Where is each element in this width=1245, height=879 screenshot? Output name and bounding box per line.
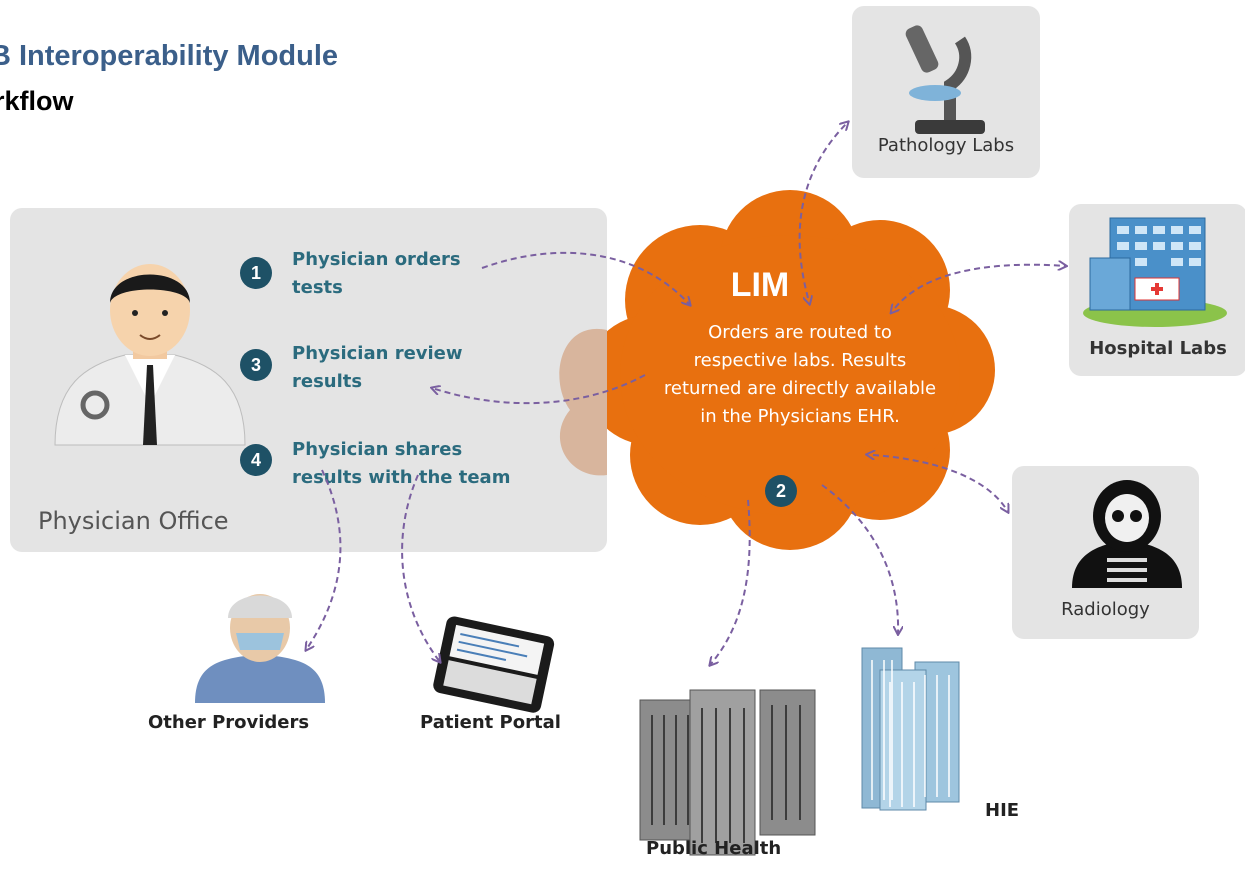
lim-title: LIM bbox=[730, 266, 790, 304]
lim-description: Orders are routed to respective labs. Re… bbox=[620, 319, 980, 431]
radiology-label: Radiology bbox=[1061, 599, 1150, 620]
page-subtitle: rkflow bbox=[0, 86, 74, 116]
lim-desc-line-2: respective labs. Results bbox=[693, 350, 907, 371]
patient-portal-label: Patient Portal bbox=[420, 712, 561, 733]
public-health-label: Public Health bbox=[646, 838, 782, 859]
other-providers-label: Other Providers bbox=[148, 712, 310, 733]
pathology-labs-label: Pathology Labs bbox=[877, 135, 1015, 156]
lim-desc-line-1: Orders are routed to bbox=[708, 322, 892, 343]
step-1-line1: Physician orders bbox=[292, 249, 461, 270]
step-4-badge: 4 bbox=[240, 444, 272, 476]
step-4-line1: Physician shares bbox=[292, 439, 463, 460]
step-3-text: Physician review results bbox=[292, 340, 463, 396]
step-4-text: Physician shares results with the team bbox=[292, 436, 510, 492]
step-1-badge: 1 bbox=[240, 257, 272, 289]
step-2-badge: 2 bbox=[765, 475, 797, 507]
page-title: B Interoperability Module bbox=[0, 40, 339, 72]
physician-office-label: Physician Office bbox=[38, 507, 229, 535]
step-3-line1: Physician review bbox=[292, 343, 463, 364]
lim-desc-line-4: in the Physicians EHR. bbox=[700, 406, 900, 427]
step-1-text: Physician orders tests bbox=[292, 246, 461, 302]
hie-label: HIE bbox=[985, 800, 1020, 821]
hospital-labs-label: Hospital Labs bbox=[1089, 338, 1227, 359]
step-4-line2: results with the team bbox=[292, 467, 511, 488]
step-3-line2: results bbox=[292, 371, 363, 392]
step-1-line2: tests bbox=[292, 277, 343, 298]
step-3-badge: 3 bbox=[240, 349, 272, 381]
lim-desc-line-3: returned are directly available bbox=[663, 378, 937, 399]
